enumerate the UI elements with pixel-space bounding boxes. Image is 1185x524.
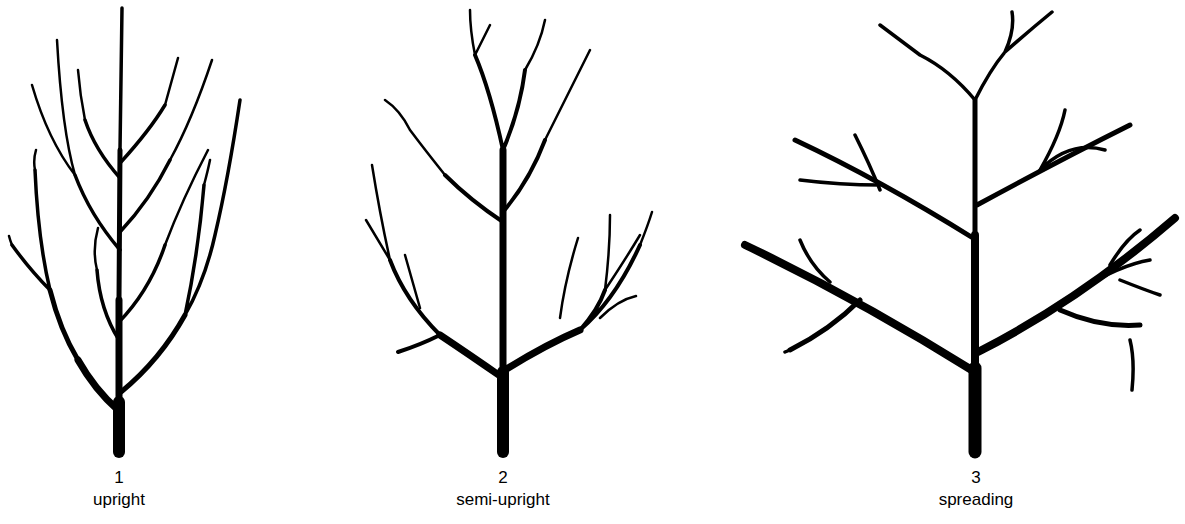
scaffold-branch <box>78 300 119 410</box>
label-slot: semi-upright <box>456 490 550 510</box>
branch <box>390 55 640 352</box>
label-slot: spreading <box>939 490 1014 510</box>
label-slot: 1 <box>114 468 123 488</box>
habit-label: upright <box>93 490 145 509</box>
twig <box>9 40 212 270</box>
scaffold-branch <box>745 218 1175 372</box>
upright-tree <box>9 8 240 452</box>
label-slot: 2 <box>498 468 507 488</box>
branch <box>790 100 1140 350</box>
label-slot: 3 <box>971 468 980 488</box>
trunk <box>497 372 509 452</box>
label-slot: upright <box>93 490 145 510</box>
semi-upright-tree <box>366 10 652 452</box>
scaffold-branch <box>440 150 580 378</box>
callout-number: 1 <box>114 468 123 487</box>
twig <box>366 10 652 318</box>
habit-label: spreading <box>939 490 1014 509</box>
spreading-tree <box>745 12 1175 452</box>
scaffold-branch <box>50 150 185 392</box>
twig <box>785 12 1160 390</box>
callout-number: 3 <box>971 468 980 487</box>
callout-number: 2 <box>498 468 507 487</box>
trunk <box>969 368 982 452</box>
habit-label: semi-upright <box>456 490 550 509</box>
